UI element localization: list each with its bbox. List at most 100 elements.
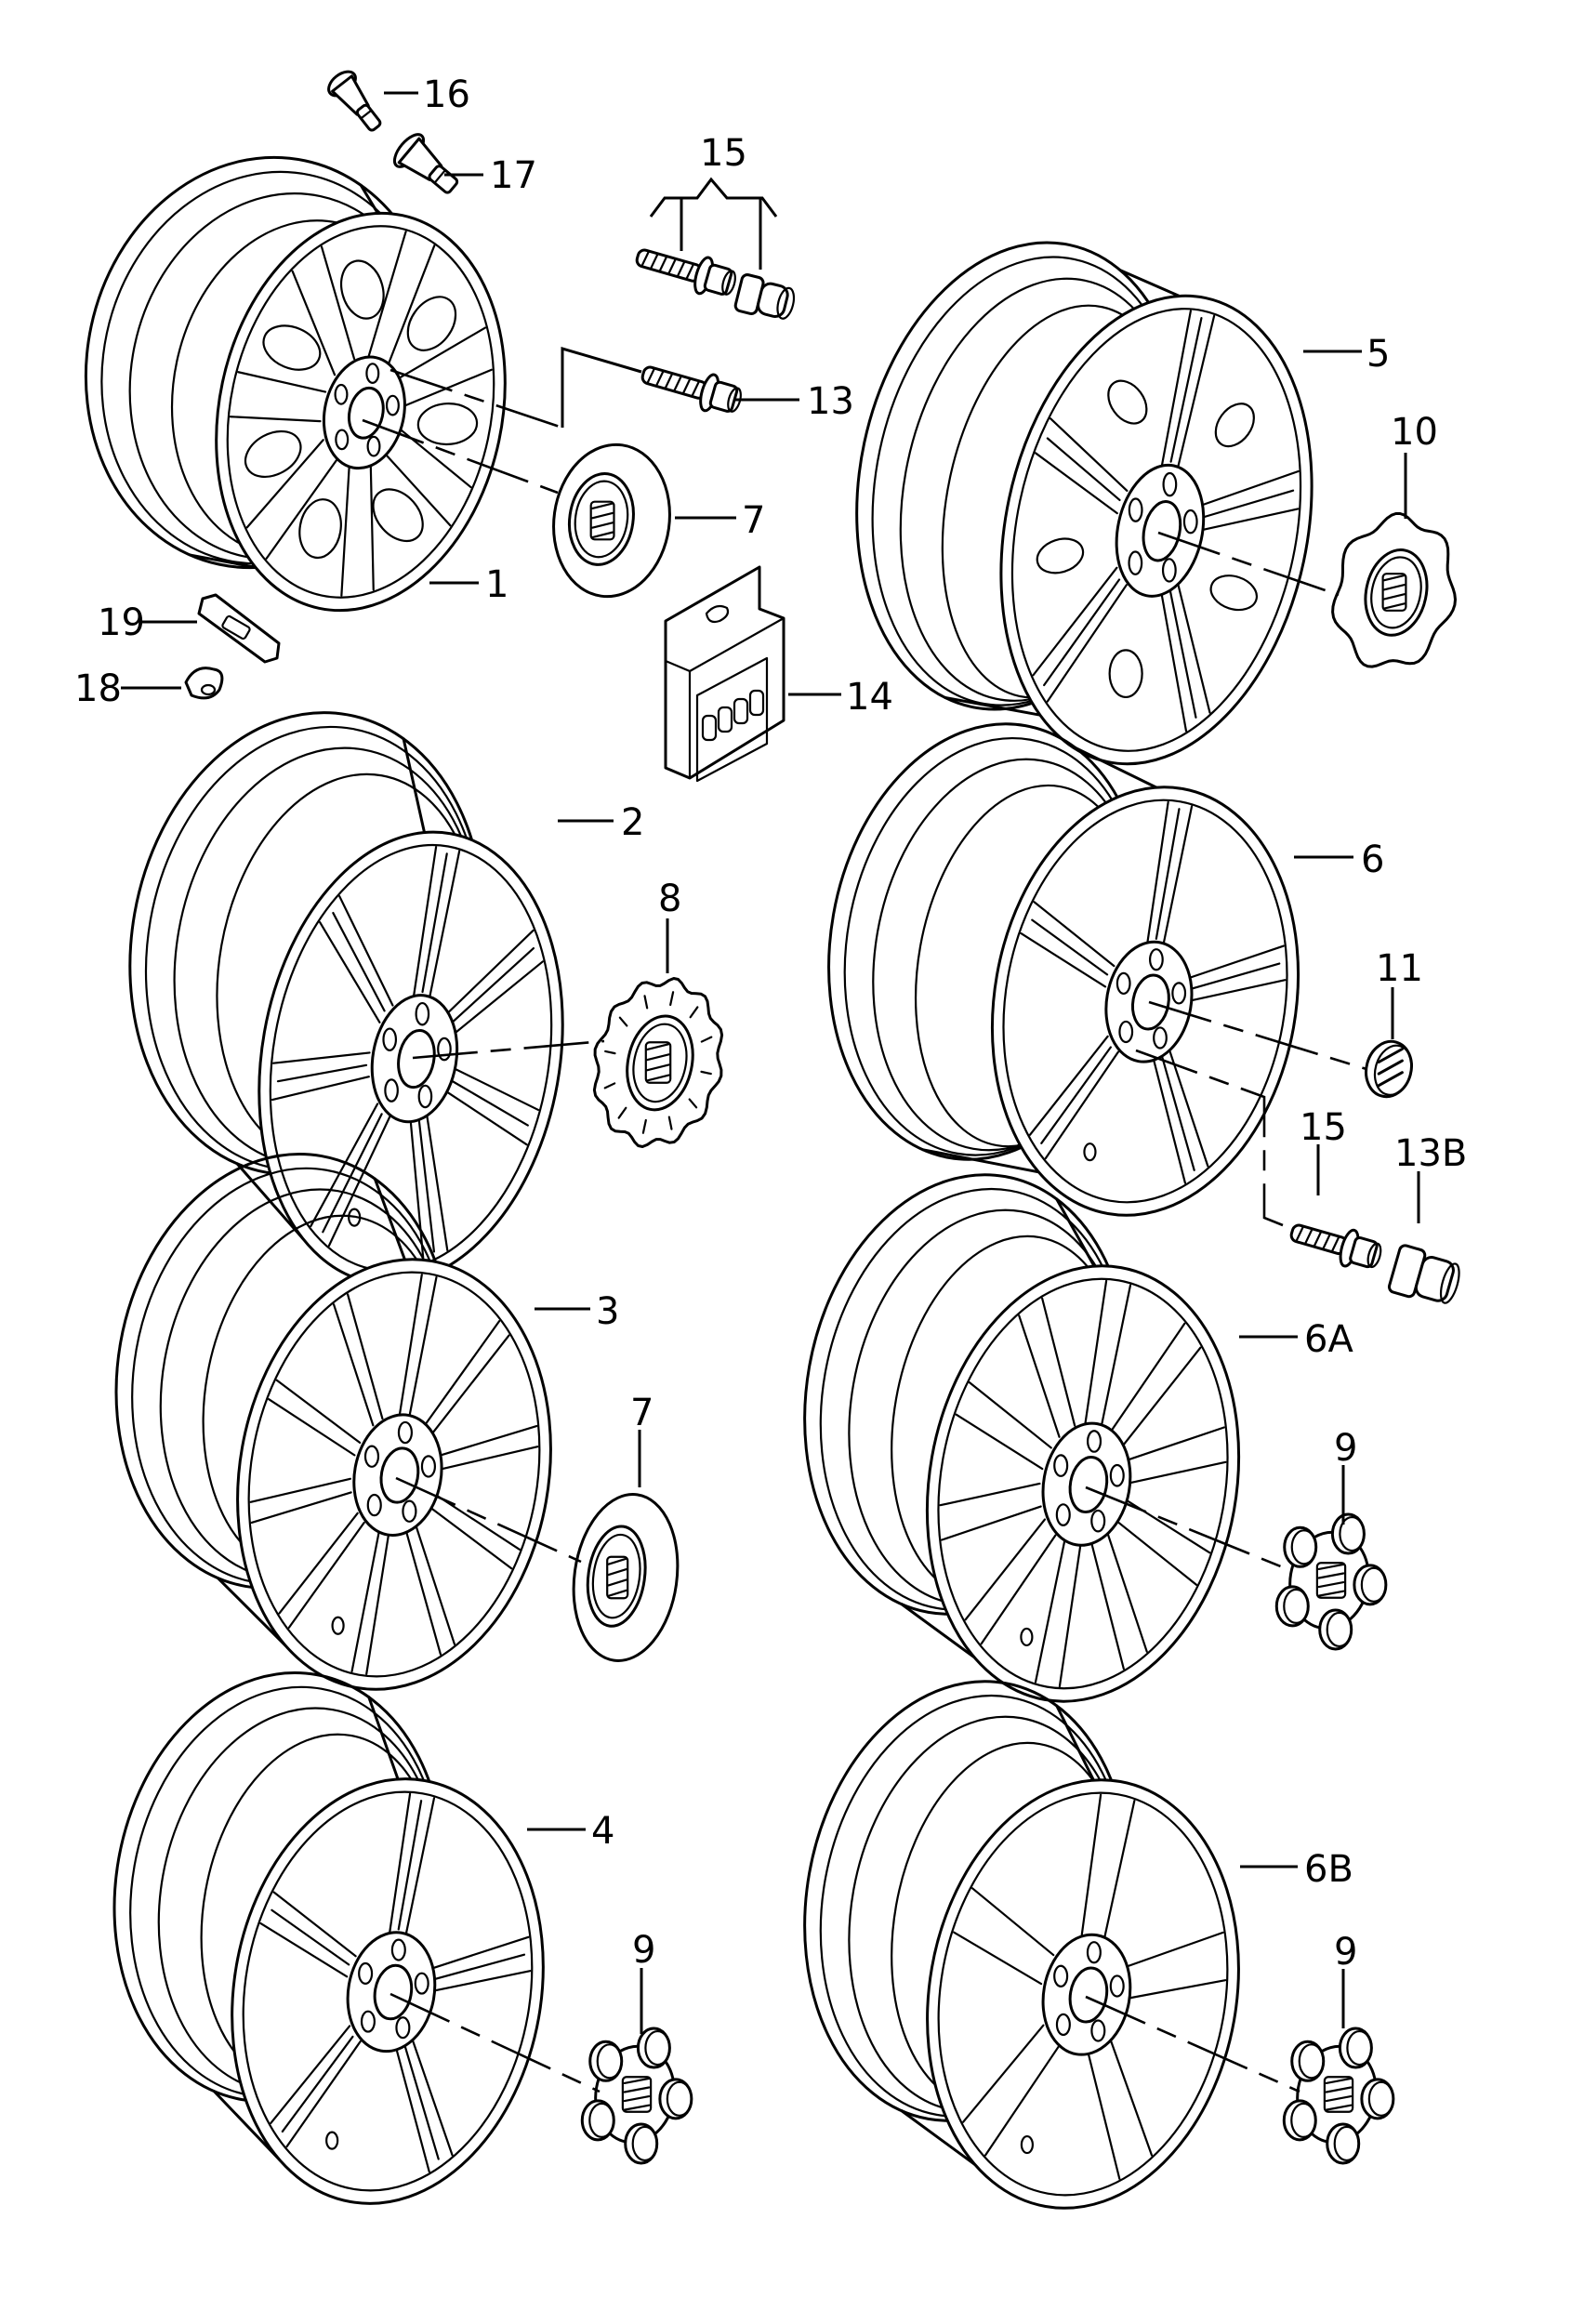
bolt-cover-caps-pack-14[interactable] (664, 565, 786, 783)
brand-logo-bar (591, 522, 614, 529)
callout-2[interactable]: 2 (621, 801, 644, 844)
wheel-front-rim-lip (937, 1791, 1229, 2197)
wheel-spoke-edge (1058, 1543, 1082, 1688)
center-cap-10[interactable] (1331, 512, 1457, 668)
callout-6[interactable]: 6 (1361, 838, 1384, 881)
callout-1[interactable]: 1 (485, 563, 508, 606)
wheel-spoke-edge (389, 1792, 412, 1934)
wheel-spoke-edge (1124, 1979, 1227, 2000)
wheel-bolt-hole (1086, 1941, 1102, 1964)
bolt-thread (649, 252, 659, 271)
wheel-spoke-groove (449, 1078, 529, 1127)
callout-16[interactable]: 16 (423, 73, 470, 116)
bolt-thread (664, 372, 674, 390)
callout-9-bottom-left[interactable]: 9 (632, 1929, 655, 1972)
wheel-spoke-edge (245, 439, 324, 529)
wheel-spoke-edge (1186, 979, 1287, 1003)
wheel-6A[interactable] (771, 1149, 1272, 1726)
callout-5[interactable]: 5 (1366, 333, 1390, 376)
callout-9-bottom-right[interactable]: 9 (1334, 1931, 1357, 1974)
valve-ring (433, 169, 446, 184)
bolt-cover-cap-13B[interactable] (1387, 1244, 1464, 1308)
cap-lug-face (1290, 2102, 1317, 2138)
wheel-spoke-edge (1176, 579, 1211, 714)
wheel-bolt-hole (1171, 982, 1187, 1005)
callout-11[interactable]: 11 (1376, 947, 1423, 990)
bolt-thread (1303, 1227, 1314, 1246)
wheel-spoke-edge (271, 1076, 370, 1102)
wheel-bolt-15-mid[interactable] (1287, 1214, 1384, 1274)
callout-7-top[interactable]: 7 (742, 499, 765, 542)
cap-rib (604, 1050, 616, 1055)
wheel-spoke-window (372, 488, 424, 543)
wheel-spoke-edge (451, 960, 544, 1037)
callout-19[interactable]: 19 (98, 601, 145, 644)
wheel-spoke-groove (403, 2044, 440, 2160)
wheel-center-bore (1130, 973, 1170, 1031)
center-cap-7-mid[interactable] (563, 1487, 688, 1668)
brand-logo-bar (646, 1074, 670, 1082)
wheel-spoke-window (339, 259, 385, 320)
wheel-6B[interactable] (771, 1656, 1271, 2233)
wheel-bolt-13[interactable] (638, 356, 745, 419)
wheel-bolt-15-long[interactable] (632, 239, 739, 302)
wheel-spoke-edge (1032, 566, 1118, 677)
callout-14[interactable]: 14 (846, 676, 893, 719)
wheel-spoke-edge (939, 1482, 1041, 1507)
brand-logo-bar (1325, 2086, 1353, 2093)
wheel-bolt-hole (1053, 1964, 1069, 1987)
wheel-barrel-edge-top (359, 183, 379, 215)
wheel-4[interactable] (81, 1646, 575, 2228)
wheel-barrel-edge-bottom (216, 1577, 287, 1647)
wheel-spoke-edge (1160, 591, 1188, 733)
valve-cap (428, 165, 459, 194)
callout-13[interactable]: 13 (807, 380, 854, 423)
cap-rib (617, 1106, 627, 1119)
callout-15-top[interactable]: 15 (700, 132, 747, 175)
center-cap-9-mid[interactable] (1274, 1512, 1388, 1651)
callout-6B[interactable]: 6B (1304, 1848, 1353, 1891)
brand-logo-bar (1377, 1048, 1404, 1063)
wheel-spoke-edge (1167, 1046, 1209, 1168)
callout-8[interactable]: 8 (658, 878, 681, 920)
callout-15-mid[interactable]: 15 (1300, 1106, 1347, 1149)
callout-9-mid[interactable]: 9 (1334, 1427, 1357, 1470)
brand-logo-bar (1317, 1572, 1345, 1579)
wheel-2[interactable] (94, 684, 597, 1308)
callout-6A[interactable]: 6A (1304, 1318, 1353, 1361)
callout-13B[interactable]: 13B (1394, 1132, 1467, 1175)
center-cap-11[interactable] (1360, 1037, 1418, 1102)
brand-logo-frame (1381, 573, 1407, 612)
wheel-5[interactable] (815, 212, 1353, 793)
callout-10[interactable]: 10 (1391, 411, 1438, 454)
valve-stem-16[interactable] (324, 67, 389, 137)
center-cap-9-bottom-left[interactable] (580, 2027, 693, 2165)
wheel-barrel-edge-top (1118, 269, 1182, 298)
wheel-spoke-edge (340, 466, 350, 597)
center-cap-8[interactable] (592, 977, 724, 1148)
callout-18[interactable]: 18 (74, 667, 122, 710)
clip-18[interactable] (184, 667, 224, 700)
cap-lug-face (596, 2043, 623, 2080)
wheel-spoke-window (1214, 403, 1255, 448)
center-cap-7-top[interactable] (544, 437, 680, 604)
cap-lug-face (1283, 1588, 1310, 1624)
cap-rib (669, 991, 675, 1007)
brand-logo-bar (646, 1063, 670, 1072)
callout-4[interactable]: 4 (591, 1810, 614, 1853)
wheel-1[interactable] (48, 125, 541, 638)
cap-rib (667, 1116, 673, 1130)
callout-3[interactable]: 3 (596, 1290, 619, 1333)
wheel-hub (346, 1931, 437, 2053)
cap-inner-ring (586, 1525, 647, 1628)
center-cap-9-bottom-right[interactable] (1282, 2027, 1395, 2165)
balance-weight-19[interactable] (197, 593, 281, 664)
bolt-key-adapter-15[interactable] (733, 273, 798, 323)
valve-stem-17[interactable] (389, 129, 466, 202)
brand-logo-bar (1317, 1590, 1345, 1597)
callout-7-mid[interactable]: 7 (630, 1392, 653, 1434)
cap-dome-face (776, 286, 796, 320)
wheel-6[interactable] (796, 698, 1331, 1239)
callout-17[interactable]: 17 (490, 154, 537, 197)
wheel-spoke-edge (429, 850, 461, 999)
